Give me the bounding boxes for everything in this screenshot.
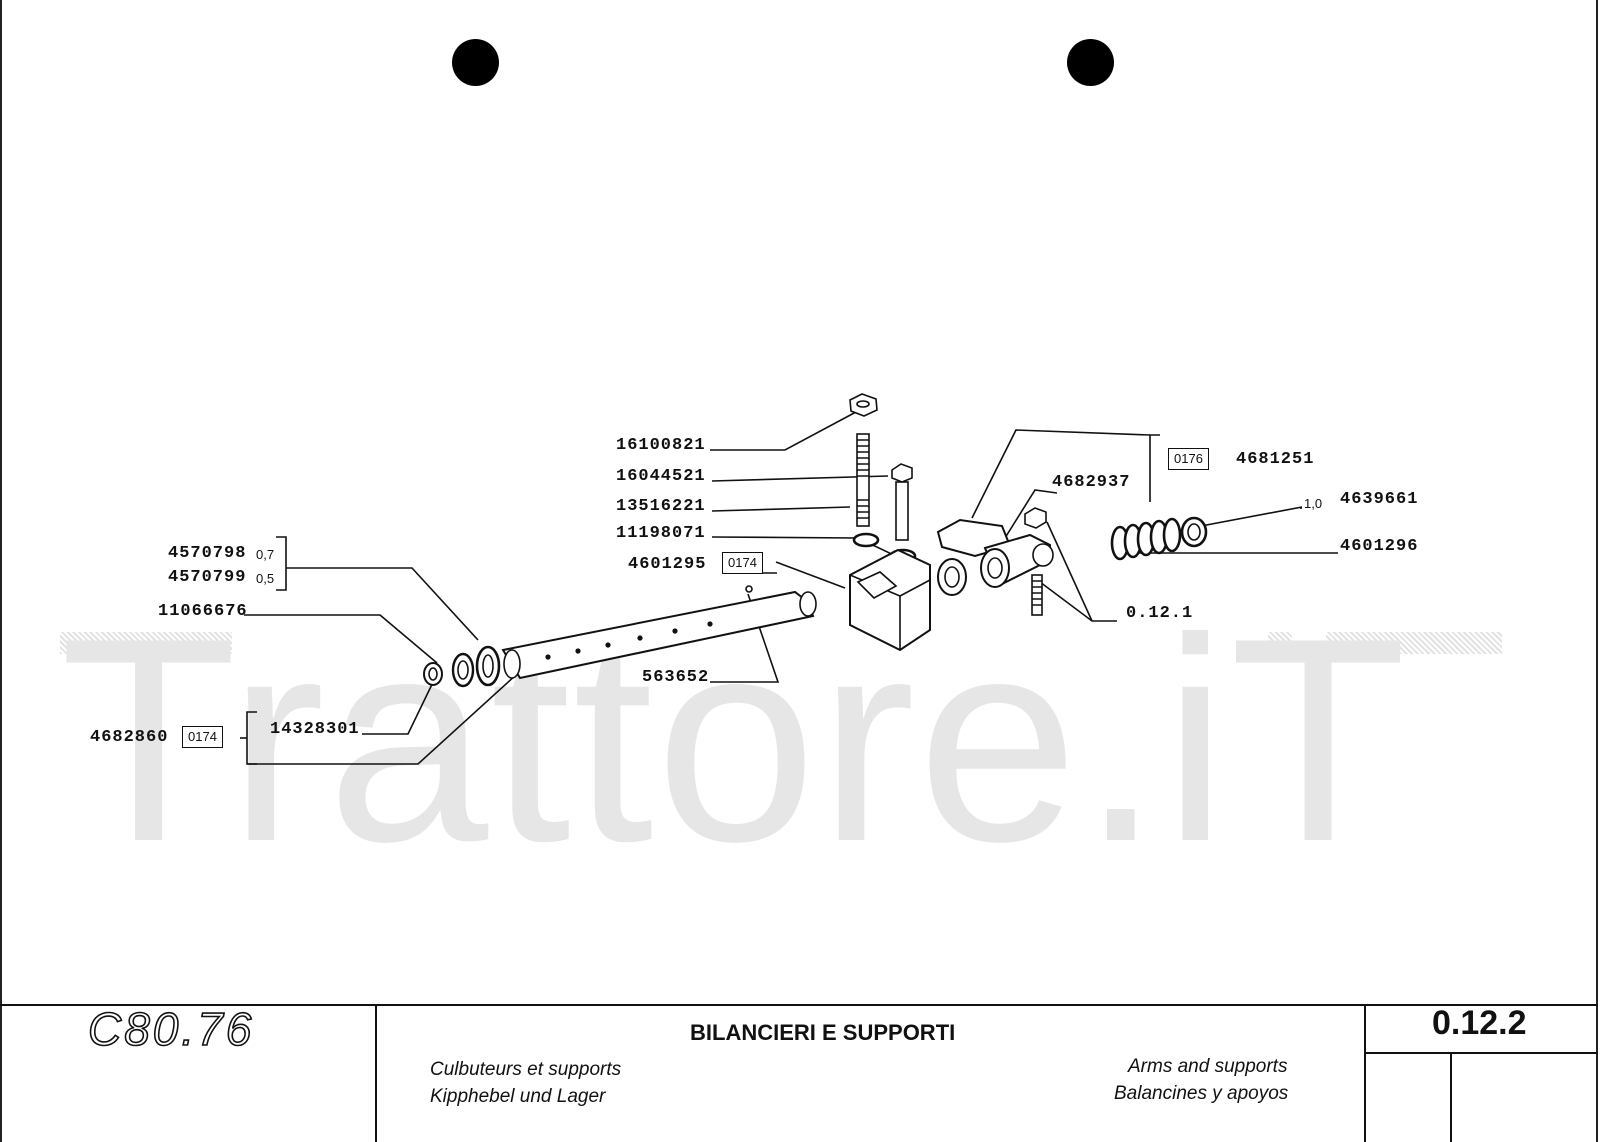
binder-hole-right (1067, 39, 1114, 86)
title-block-divider (375, 1006, 377, 1142)
part-label: 4570799 (168, 568, 247, 587)
part-label: 13516221 (616, 497, 706, 516)
watermark-bar (1326, 632, 1502, 654)
bracket-line (1149, 434, 1160, 502)
part-qty-label: 0,5 (256, 571, 275, 586)
part-label: 4601296 (1340, 537, 1419, 556)
part-qty-label: 1,0 (1304, 496, 1323, 511)
watermark-text: Trattore.iT (60, 610, 1409, 870)
subtitle-de: Kipphebel und Lager (430, 1086, 606, 1107)
page-title: BILANCIERI E SUPPORTI (690, 1020, 956, 1045)
group-ref-box: 0174 (722, 552, 763, 574)
page-edge-right (1596, 0, 1598, 1142)
leader-line (1046, 521, 1093, 622)
part-label: 4601295 (628, 555, 707, 574)
bracket-line (246, 711, 257, 765)
leader-line (711, 506, 851, 512)
leader-line (244, 614, 438, 664)
leader-line (710, 411, 857, 451)
title-block-divider (1366, 1052, 1598, 1054)
bracket-line (276, 536, 287, 591)
group-ref-box: 0174 (182, 726, 223, 748)
group-ref-box: 0176 (1168, 448, 1209, 470)
leader-line (775, 561, 846, 589)
part-label: 11066676 (158, 602, 248, 621)
model-logo: C80.76 (87, 1002, 255, 1056)
part-label: 4639661 (1340, 490, 1419, 509)
watermark-bar (1268, 632, 1292, 654)
page-edge-left (0, 0, 2, 1142)
binder-hole-left (452, 39, 499, 86)
subtitle-fr: Culbuteurs et supports (430, 1059, 622, 1080)
part-label: 16044521 (616, 467, 706, 486)
subtitle-es: Balancines y apoyos (1114, 1083, 1289, 1104)
title-block-border (0, 1004, 1598, 1006)
subtitle-en: Arms and supports (1128, 1056, 1288, 1077)
part-label: 563652 (642, 668, 710, 687)
part-label: 4682937 (1052, 473, 1131, 492)
part-label: 4681251 (1236, 450, 1315, 469)
part-label: 11198071 (616, 524, 706, 543)
part-label: 4570798 (168, 544, 247, 563)
part-qty-label: 0,7 (256, 547, 275, 562)
leader-line (1039, 581, 1117, 622)
leader-line (247, 663, 529, 765)
leader-line (286, 567, 479, 641)
title-block-divider (1364, 1006, 1366, 1142)
leader-line (362, 673, 438, 735)
watermark-bar (60, 632, 232, 654)
leader-line (971, 429, 1151, 519)
part-label: 16100821 (616, 436, 706, 455)
page-ref-label: 0.12.1 (1126, 604, 1194, 623)
part-label: 4682860 (90, 728, 169, 747)
title-block-divider (1450, 1054, 1452, 1142)
part-label: 14328301 (270, 720, 360, 739)
page-number: 0.12.2 (1432, 1004, 1527, 1042)
